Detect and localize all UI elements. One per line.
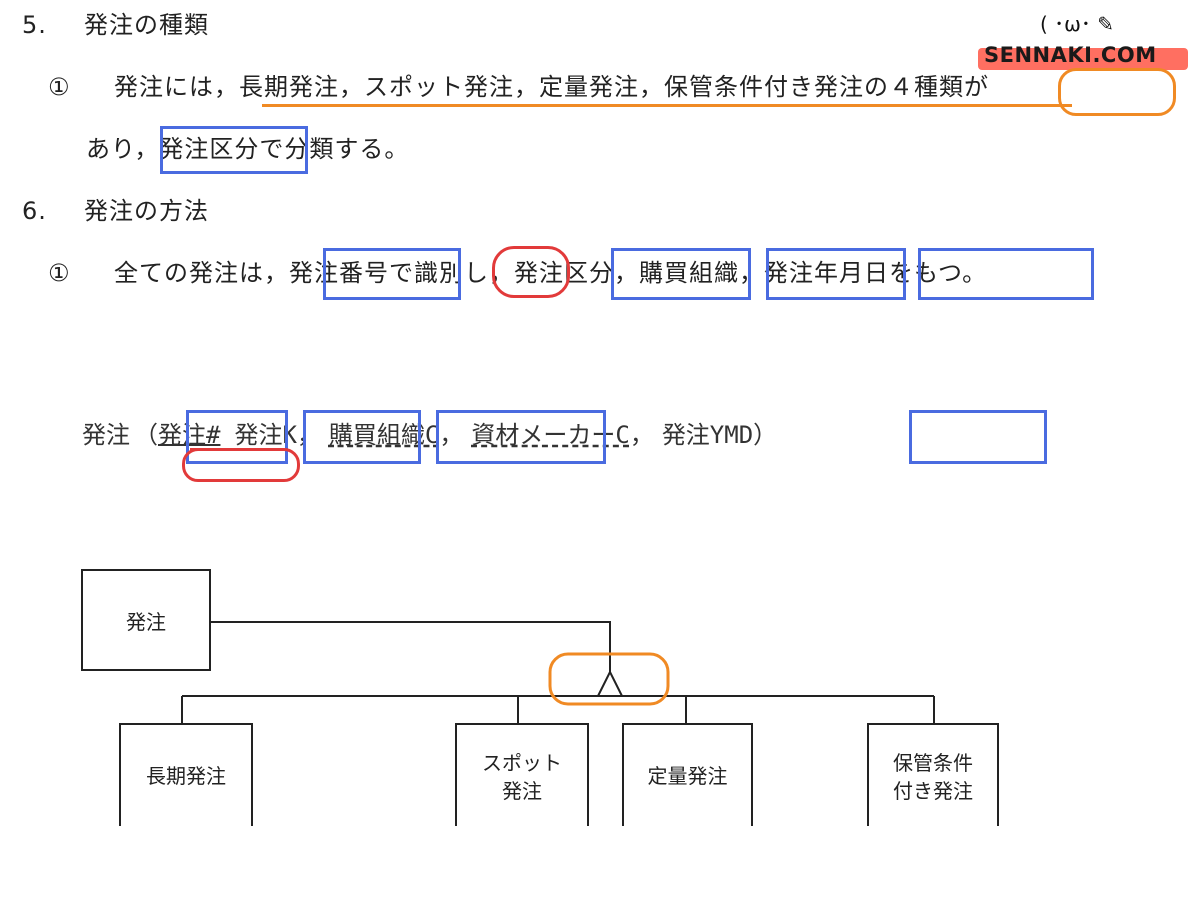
orange-oval-discriminator: [548, 652, 670, 706]
entity-sep-1: ，: [296, 421, 321, 449]
logo-face-glyph: ( ･ω･ ✎: [1040, 12, 1115, 36]
child-box-fixed-qty: [622, 723, 753, 826]
child-label-storage-line1: 保管条件: [893, 751, 973, 775]
section5-item-marker: ①: [48, 73, 71, 101]
red-circle-identify: [492, 246, 570, 298]
child-box-long-term: [119, 723, 253, 826]
child-box-storage: [867, 723, 999, 826]
blue-box-entity-order-date: [909, 410, 1047, 464]
logo-text: SENNAKI.COM: [984, 43, 1157, 67]
entity-primary-key: 発注#: [158, 421, 221, 449]
section6-heading: 発注の方法: [84, 197, 209, 225]
sennaki-logo: ( ･ω･ ✎ SENNAKI.COM: [978, 0, 1200, 80]
orange-underline: [262, 104, 1072, 107]
blue-box-order-category-2: [611, 248, 751, 300]
section5-number: 5.: [22, 11, 47, 39]
entity-close-paren: ）: [753, 421, 778, 449]
red-underline-entity-order-number: [190, 448, 282, 451]
section6-number: 6.: [22, 197, 47, 225]
entity-name: 発注: [82, 421, 130, 449]
section5-line1: 発注には，長期発注，スポット発注，定量発注，保管条件付き発注の４種類が: [114, 73, 989, 101]
child-label-fixed-qty: 定量発注: [647, 764, 728, 788]
child-label-storage-line2: 付き発注: [893, 779, 973, 803]
entity-open-paren: （: [134, 421, 158, 449]
entity-sep-3: ，: [629, 421, 654, 449]
child-label-spot-line1: スポット: [482, 751, 562, 775]
orange-circle-four-types: [1058, 68, 1176, 116]
blue-box-entity-purchasing-org: [436, 410, 606, 464]
blue-box-purchasing-org: [766, 248, 906, 300]
parent-entity-box: [81, 569, 211, 671]
entity-attr-order-date: 発注YMD: [661, 421, 754, 449]
child-label-long-term: 長期発注: [146, 764, 226, 788]
blue-box-order-number: [323, 248, 461, 300]
blue-box-order-category: [160, 126, 308, 174]
discriminator-triangle: [597, 669, 623, 697]
blue-box-entity-order-number: [186, 410, 288, 464]
parent-entity-label: 発注: [126, 610, 166, 634]
logo-highlight-bar: [978, 48, 1188, 70]
section6-item-marker: ①: [48, 259, 71, 287]
child-box-spot: [455, 723, 589, 826]
child-label-spot-line2: 発注: [502, 779, 542, 803]
entity-sep-2: ，: [439, 421, 464, 449]
blue-box-entity-order-kind: [303, 410, 421, 464]
section5-line2: あり，発注区分で分類する。: [86, 135, 410, 163]
blue-box-order-date: [918, 248, 1094, 300]
section5-heading: 発注の種類: [84, 11, 209, 39]
